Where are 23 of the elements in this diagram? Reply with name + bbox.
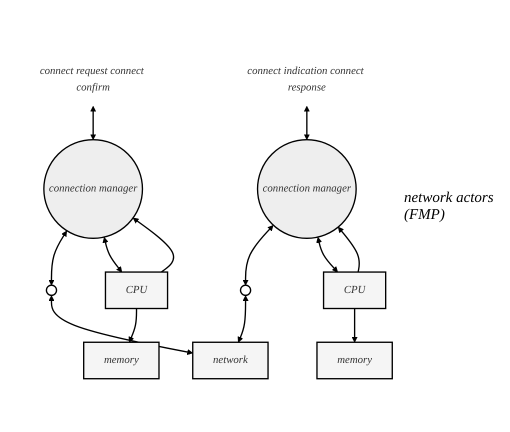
arrow <box>238 295 249 343</box>
node-box: network <box>192 342 269 380</box>
arrow <box>90 106 96 140</box>
arrow <box>304 106 310 140</box>
arrow <box>128 308 138 343</box>
arrow <box>102 237 122 272</box>
arrow <box>132 218 174 273</box>
label-text: network actors (FMP) <box>404 190 495 224</box>
node-box: memory <box>316 342 393 380</box>
node-box: CPU <box>104 271 168 310</box>
arrow <box>242 225 274 286</box>
node-box: CPU <box>322 271 386 310</box>
arrow <box>48 230 67 286</box>
node-circle: connection manager <box>43 139 144 239</box>
arrow <box>352 308 358 343</box>
arrow <box>338 226 360 272</box>
node-box: memory <box>83 342 160 380</box>
node-ellipse <box>46 284 58 296</box>
node-text: connect indication connect response <box>247 65 364 94</box>
arrow <box>316 237 338 272</box>
node-ellipse <box>240 284 252 296</box>
node-circle: connection manager <box>256 139 357 239</box>
node-text: connect request connect confirm <box>40 65 144 94</box>
